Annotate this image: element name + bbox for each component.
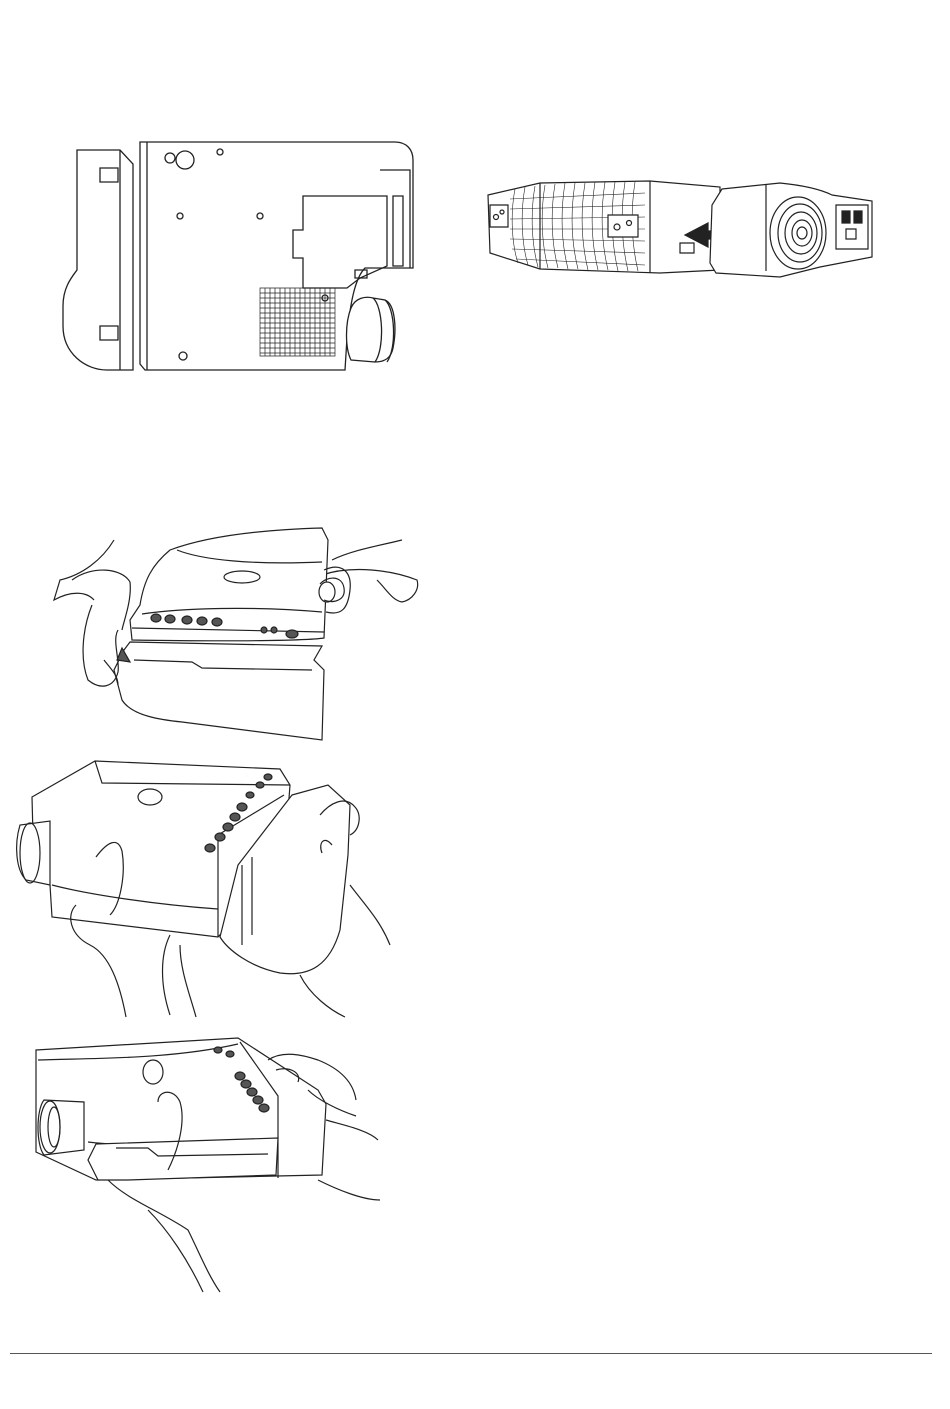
hands-lifting-cover-icon xyxy=(52,520,430,745)
hands-tilting-cover-icon xyxy=(10,755,395,1020)
hands-attaching-cover-icon xyxy=(8,1030,383,1295)
projector-bottom-view-icon xyxy=(55,138,420,378)
footer-rule xyxy=(10,1353,932,1354)
projector-side-arrow-icon xyxy=(480,175,880,285)
